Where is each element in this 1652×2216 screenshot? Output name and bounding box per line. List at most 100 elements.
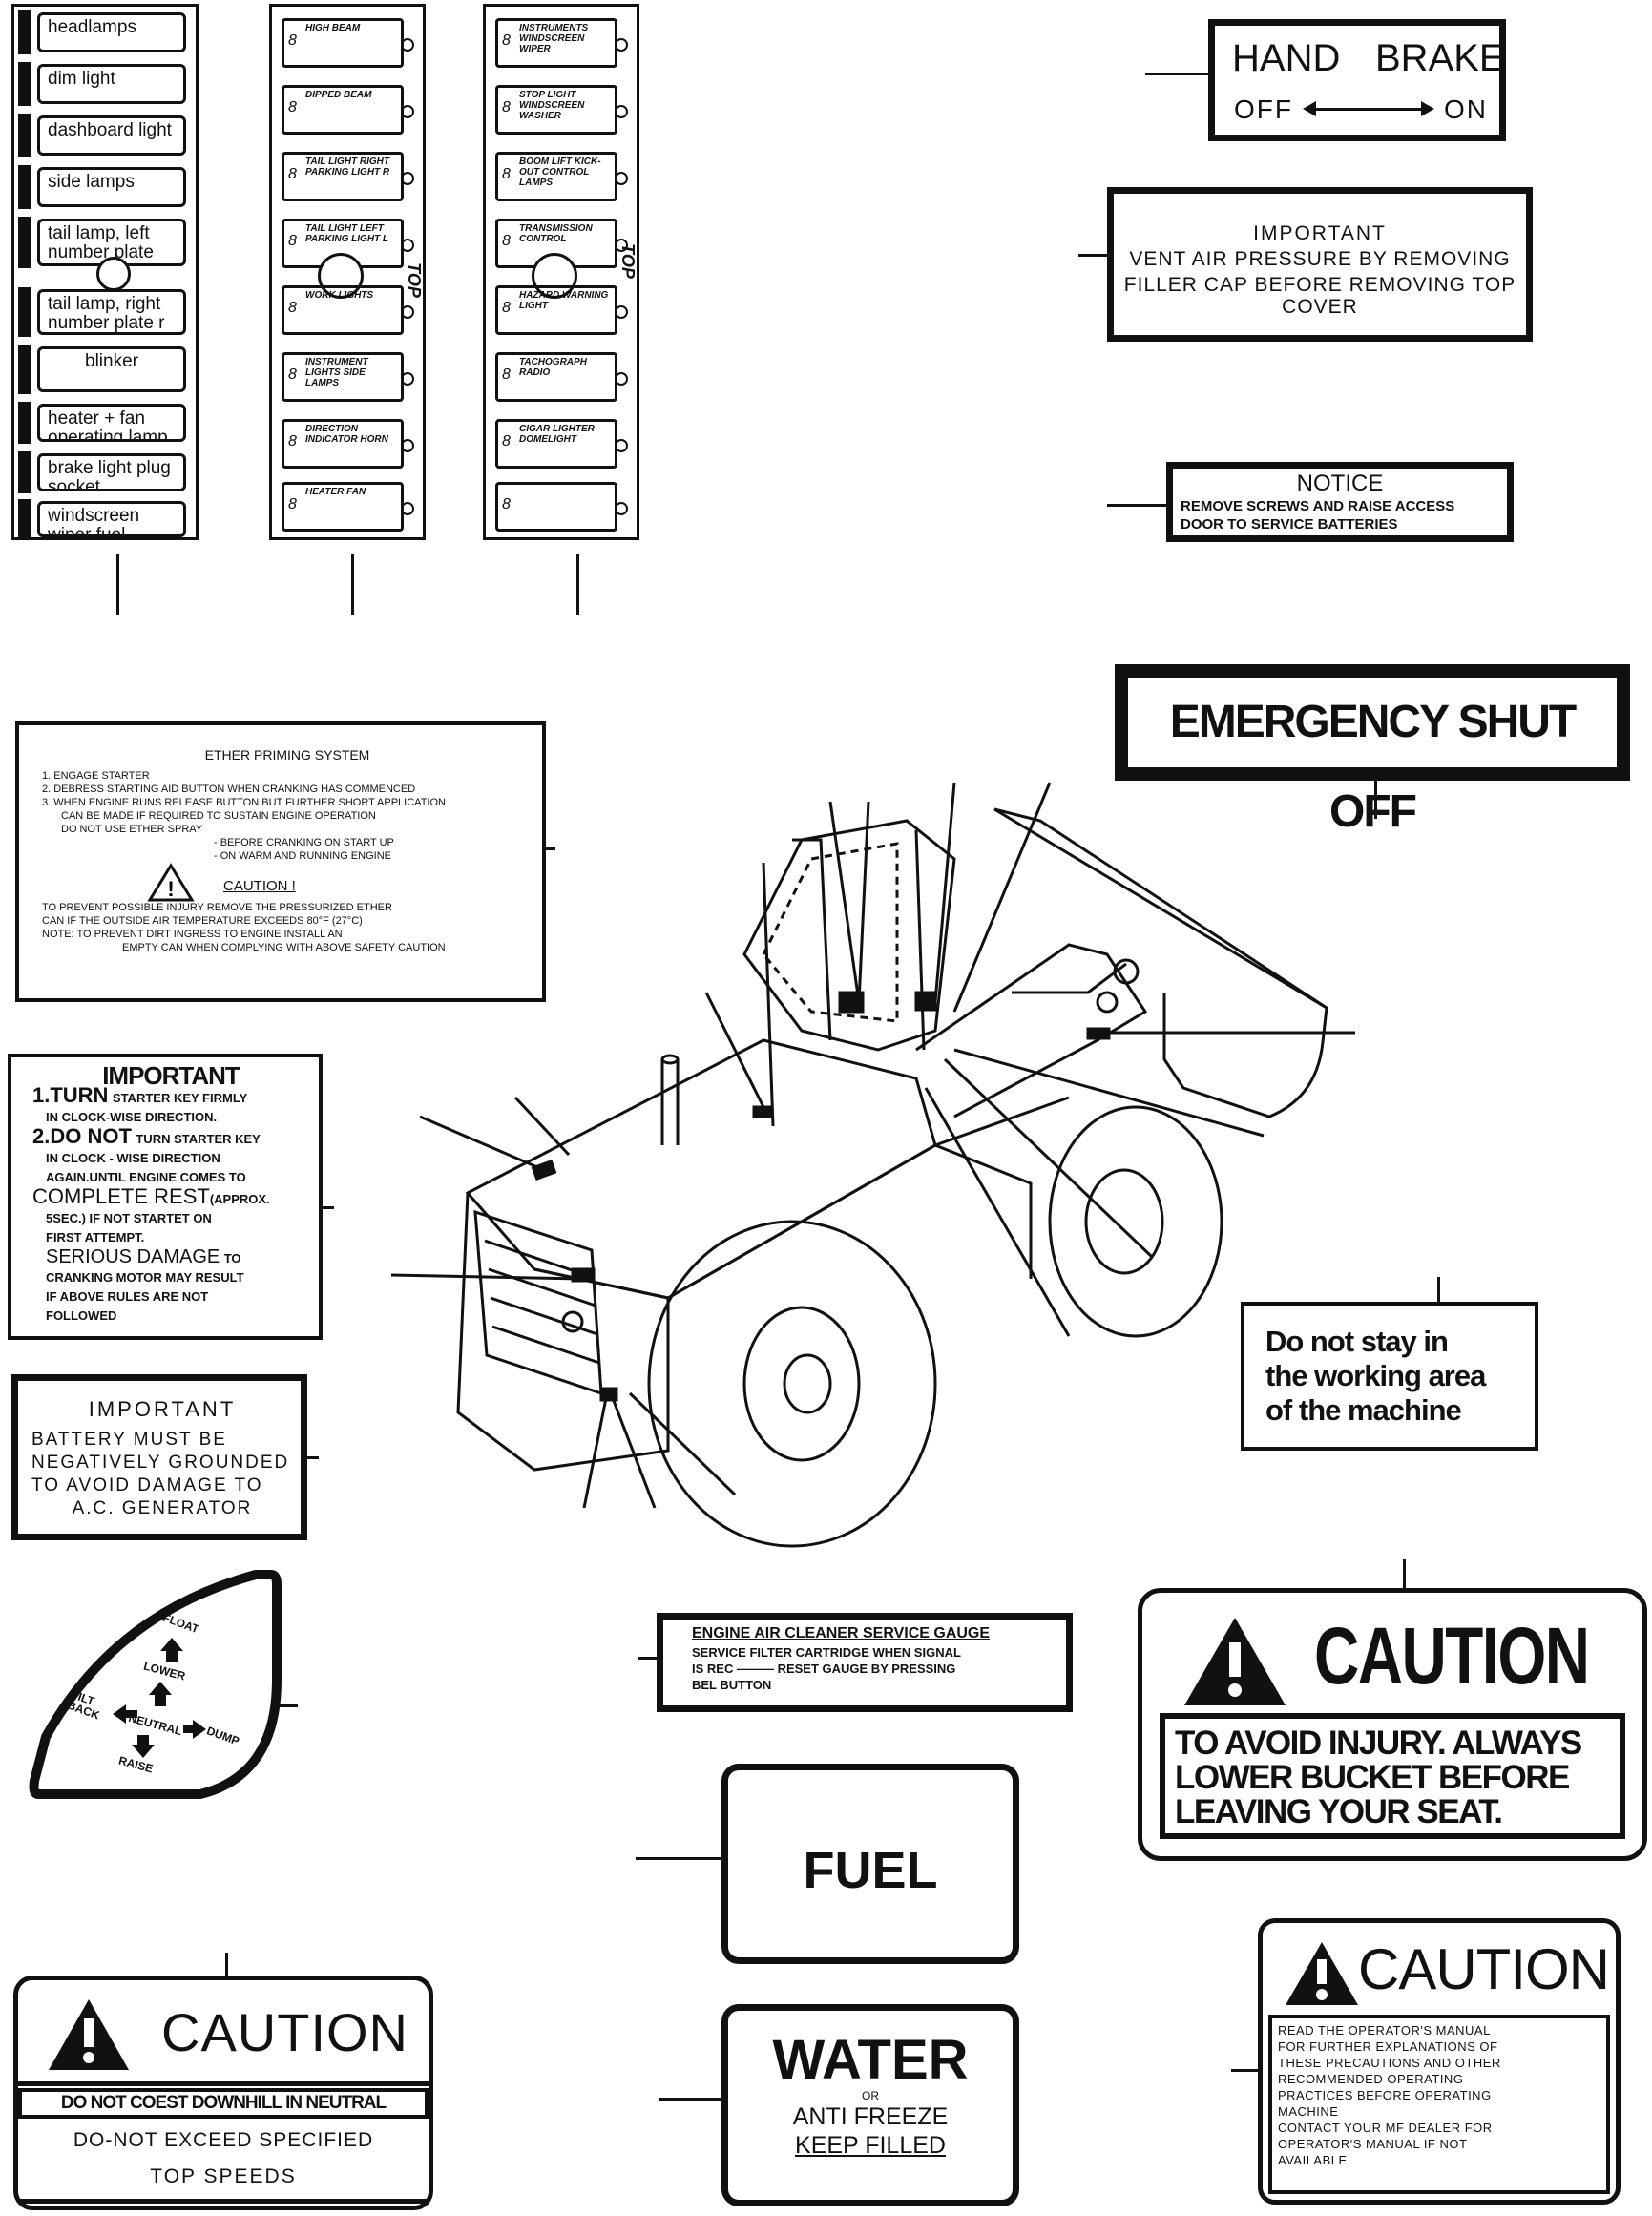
- caution-coast-line: TOP SPEEDS: [150, 2165, 297, 2187]
- ether-priming-label: ETHER PRIMING SYSTEM 1. ENGAGE STARTER 2…: [15, 721, 546, 1002]
- warning-triangle-icon: [1286, 1942, 1358, 2005]
- starter-line: IN CLOCK-WISE DIRECTION.: [46, 1110, 218, 1124]
- caution-manual-line: READ THE OPERATOR'S MANUAL: [1278, 2023, 1491, 2038]
- starter-line: 5SEC.) IF NOT STARTET ON: [46, 1211, 212, 1225]
- mounting-hole: [318, 253, 364, 299]
- ether-step: - ON WARM AND RUNNING ENGINE: [214, 850, 391, 862]
- starter-line: CRANKING MOTOR MAY RESULT: [46, 1270, 244, 1285]
- starter-line: FOLLOWED: [46, 1308, 117, 1323]
- warning-triangle-icon: [1184, 1618, 1286, 1705]
- lever-lower: LOWER: [141, 1659, 187, 1683]
- ether-step: CAN BE MADE IF REQUIRED TO SUSTAIN ENGIN…: [61, 810, 376, 822]
- fuse-cell: headlamps: [14, 7, 196, 58]
- arrow-double: [1310, 108, 1425, 111]
- ether-note: EMPTY CAN WHEN COMPLYING WITH ABOVE SAFE…: [122, 942, 446, 953]
- fuse-cell: blinker: [14, 341, 196, 398]
- notice-label: NOTICE REMOVE SCREWS AND RAISE ACCESS DO…: [1166, 462, 1514, 542]
- top-tag: TOP: [404, 262, 424, 298]
- fuse-label: dashboard light: [37, 115, 186, 156]
- water-title: WATER: [772, 2029, 969, 2091]
- lever-neutral: NEUTRAL: [127, 1710, 184, 1739]
- warning-triangle-icon: [49, 1999, 129, 2070]
- important-heading: IMPORTANT: [1253, 222, 1387, 244]
- emergency-shut-off-label: EMERGENCY SHUT OFF: [1115, 664, 1630, 837]
- ether-note: NOTE: TO PREVENT DIRT INGRESS TO ENGINE …: [42, 929, 343, 940]
- on-label: ON: [1444, 94, 1488, 124]
- fuse-label: headlamps: [37, 12, 186, 52]
- hand-brake-title-left: HAND: [1232, 37, 1341, 79]
- fuel-text: FUEL: [803, 1842, 938, 1899]
- fuse-cell: side lamps: [14, 161, 196, 213]
- fuse-label: side lamps: [37, 167, 186, 207]
- ether-note: CAN IF THE OUTSIDE AIR TEMPERATURE EXCEE…: [42, 915, 363, 927]
- water-or: OR: [862, 2089, 879, 2102]
- air-cleaner-gauge-label: ENGINE AIR CLEANER SERVICE GAUGE SERVICE…: [657, 1613, 1073, 1712]
- caution-bucket-line: TO AVOID INJURY. ALWAYS: [1175, 1725, 1582, 1762]
- air-cleaner-line: SERVICE FILTER CARTRIDGE WHEN SIGNAL: [692, 1645, 961, 1660]
- caution-manual-title: CAUTION: [1358, 1937, 1610, 2001]
- vent-line: COVER: [1282, 296, 1358, 318]
- caution-manual-label: CAUTION READ THE OPERATOR'S MANUAL FOR F…: [1258, 1918, 1621, 2205]
- air-cleaner-line: BEL BUTTON: [692, 1678, 772, 1692]
- water-label: WATER OR ANTI FREEZE KEEP FILLED: [721, 2004, 1019, 2206]
- fuse-cell: heater + fan operating lamp: [14, 398, 196, 448]
- fuse-panel-1: headlamps dim light dashboard light side…: [11, 4, 199, 540]
- vent-line: VENT AIR PRESSURE BY REMOVING: [1129, 248, 1511, 270]
- battery-line: NEGATIVELY GROUNDED: [31, 1453, 290, 1473]
- ether-note: TO PREVENT POSSIBLE INJURY REMOVE THE PR…: [42, 902, 392, 913]
- ether-step: 2. DEBRESS STARTING AID BUTTON WHEN CRAN…: [42, 784, 416, 795]
- important-vent-label: IMPORTANT VENT AIR PRESSURE BY REMOVING …: [1107, 187, 1533, 342]
- fuse-label: brake light plug socket: [37, 453, 186, 491]
- caution-bucket-line: LOWER BUCKET BEFORE: [1175, 1759, 1570, 1796]
- caution-manual-line: MACHINE: [1278, 2104, 1339, 2119]
- caution-coast-line: DO-NOT EXCEED SPECIFIED: [73, 2129, 374, 2151]
- ether-step: DO NOT USE ETHER SPRAY: [61, 824, 203, 835]
- air-cleaner-line: IS REC ——— RESET GAUGE BY PRESSING: [692, 1662, 956, 1676]
- caution-coast-line: DO NOT COEST DOWNHILL IN NEUTRAL: [18, 2088, 429, 2119]
- caution-coast-label: CAUTION DO NOT COEST DOWNHILL IN NEUTRAL…: [13, 1976, 433, 2210]
- ether-caution-label: CAUTION !: [223, 878, 296, 894]
- starter-line: IN CLOCK - WISE DIRECTION: [46, 1151, 220, 1165]
- fuse-cell: tail lamp, right number plate r: [14, 283, 196, 341]
- ether-heading: ETHER PRIMING SYSTEM: [204, 747, 370, 763]
- do-not-stay-label: Do not stay in the working area of the m…: [1241, 1302, 1538, 1451]
- caution-manual-line: PRACTICES BEFORE OPERATING: [1278, 2088, 1492, 2102]
- caution-coast-title: CAUTION: [161, 2002, 408, 2062]
- fuel-label: FUEL: [721, 1764, 1019, 1964]
- ether-step: - BEFORE CRANKING ON START UP: [214, 837, 394, 848]
- battery-line: TO AVOID DAMAGE TO: [31, 1475, 263, 1495]
- warning-triangle-icon: !: [147, 863, 195, 902]
- notice-line: DOOR TO SERVICE BATTERIES: [1181, 516, 1398, 533]
- fuse-label: dim light: [37, 64, 186, 104]
- caution-bucket-text-panel: TO AVOID INJURY. ALWAYS LOWER BUCKET BEF…: [1160, 1713, 1625, 1839]
- fuse-label: blinker: [37, 346, 186, 392]
- caution-manual-line: RECOMMENDED OPERATING: [1278, 2072, 1464, 2086]
- ether-step: 3. WHEN ENGINE RUNS RELEASE BUTTON BUT F…: [42, 797, 446, 808]
- notice-line: REMOVE SCREWS AND RAISE ACCESS: [1181, 498, 1455, 514]
- lever-raise: RAISE: [116, 1753, 155, 1776]
- fuse-slot: 8: [495, 482, 628, 532]
- battery-heading: IMPORTANT: [88, 1397, 237, 1421]
- fuse-cell: dim light: [14, 58, 196, 110]
- do-not-stay-line: Do not stay in: [1265, 1325, 1449, 1358]
- starter-line: IF ABOVE RULES ARE NOT: [46, 1289, 209, 1304]
- fuse-label: heater + fan operating lamp: [37, 404, 186, 442]
- svg-text:!: !: [167, 877, 174, 901]
- hand-brake-label: HAND BRAKE OFF ON: [1208, 19, 1506, 141]
- battery-line: BATTERY MUST BE: [31, 1430, 227, 1450]
- emergency-text: EMERGENCY SHUT OFF: [1128, 678, 1617, 837]
- lever-float: FLOAT: [160, 1610, 201, 1637]
- caution-bucket-title: CAUTION: [1314, 1611, 1590, 1701]
